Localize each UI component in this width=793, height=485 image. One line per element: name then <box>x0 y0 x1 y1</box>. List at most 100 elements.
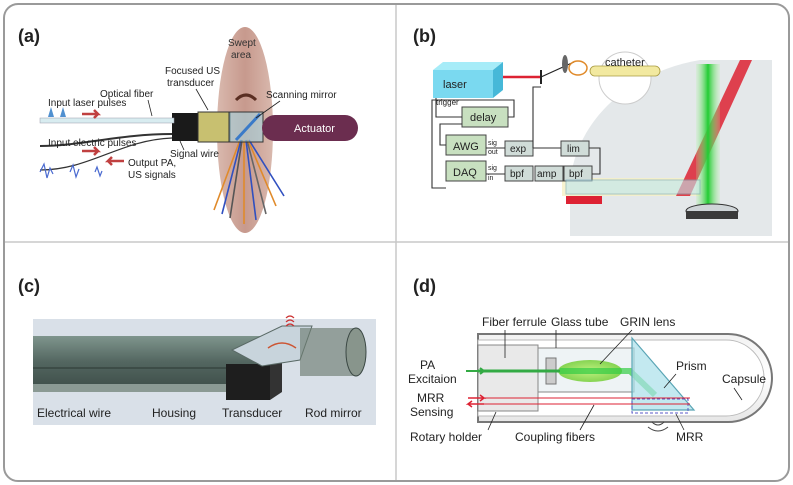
label-capsule: Capsule <box>722 372 766 386</box>
label-mrr: MRR <box>676 430 704 444</box>
transducer-block <box>226 364 270 400</box>
daq-label: DAQ <box>453 167 477 179</box>
mrr-sensing-arrow-in <box>468 394 487 402</box>
sig-in-2: in <box>488 175 494 182</box>
swept-area-label-1: Swept <box>228 38 256 49</box>
wave-emitted <box>647 421 669 432</box>
leader-coupling-fibers <box>579 404 595 431</box>
panel-d: (d) Fiber ferrule Glass tube GRIN lens P… <box>408 276 773 444</box>
red-tip <box>566 196 602 204</box>
panel-b: (b) laser trigger catheter delay AWG DAQ… <box>413 26 772 236</box>
awg-label: AWG <box>453 141 479 153</box>
mrr-frame <box>631 398 689 414</box>
beam-to-fiber <box>540 61 575 78</box>
laser-pulses <box>48 107 66 117</box>
label-housing: Housing <box>152 406 196 420</box>
label-scanning-mirror: Scanning mirror <box>266 90 337 101</box>
focused-us-transducer <box>197 111 231 143</box>
label-mrr-sensing-2: Sensing <box>410 405 453 419</box>
catheter-body <box>589 65 661 77</box>
label-focused-us-2: transducer <box>167 78 215 89</box>
mrr-sensing-arrow-out <box>465 400 484 408</box>
swept-area-label-2: area <box>231 50 251 61</box>
leader-focused-us <box>195 88 209 111</box>
label-glass-tube: Glass tube <box>551 315 609 329</box>
label-rod-mirror: Rod mirror <box>305 406 362 420</box>
catheter-bulb <box>598 51 652 105</box>
sig-out-2: out <box>488 149 498 156</box>
catheter-label: catheter <box>605 57 645 69</box>
panel-b-label: (b) <box>413 26 436 46</box>
turntable-body <box>686 211 738 219</box>
leader-scanning-mirror <box>255 100 281 119</box>
scanning-mirror <box>234 112 262 142</box>
prism <box>631 336 696 411</box>
output-wire <box>39 137 173 171</box>
label-output-1: Output PA, <box>128 158 176 169</box>
output-signal-arrow <box>104 156 124 166</box>
panel-a-label: (a) <box>18 26 40 46</box>
label-pa-1: PA <box>420 358 435 372</box>
panel-c-label: (c) <box>18 276 40 296</box>
leader-rotary-holder <box>487 411 497 431</box>
label-signal-wire: Signal wire <box>170 149 219 160</box>
delay-label: delay <box>470 112 497 124</box>
label-focused-us-1: Focused US <box>165 66 220 77</box>
cuvette <box>565 179 701 195</box>
panel-d-label: (d) <box>413 276 436 296</box>
pa-excitation-arrow <box>466 367 487 375</box>
lim-label: lim <box>567 144 580 155</box>
ultrasound-wave <box>285 315 295 327</box>
label-coupling-fibers: Coupling fibers <box>515 430 595 444</box>
leader-grin-lens <box>599 329 633 365</box>
label-fiber-ferrule: Fiber ferrule <box>482 315 547 329</box>
label-prism: Prism <box>676 359 707 373</box>
exp-label: exp <box>510 144 527 155</box>
daq-box <box>445 160 487 182</box>
optical-fiber <box>39 117 175 124</box>
actuator-body <box>262 115 358 141</box>
actuator-label: Actuator <box>294 123 335 135</box>
laser-box-top <box>433 62 503 70</box>
label-transducer: Transducer <box>222 406 282 420</box>
leader-mrr <box>675 413 685 431</box>
electric-pulse-arrow <box>82 146 102 156</box>
label-optical-fiber: Optical fiber <box>100 89 154 100</box>
label-rotary-holder: Rotary holder <box>410 430 482 444</box>
label-input-electric: Input electric pulses <box>48 138 136 149</box>
leader-capsule <box>733 387 743 401</box>
leader-optical-fiber <box>147 99 153 117</box>
laser-box-side <box>493 62 503 98</box>
rotation-arrow <box>234 93 258 102</box>
leader-prism <box>663 373 677 389</box>
label-pa-2: Excitaion <box>408 372 457 386</box>
label-input-laser: Input laser pulses <box>48 98 126 109</box>
laser-label: laser <box>443 79 467 91</box>
output-waveform <box>39 162 103 180</box>
transducer-side <box>270 356 282 400</box>
amp-label: amp <box>537 169 557 180</box>
rotary-holder <box>477 344 539 412</box>
scan-beam-fan <box>213 139 285 224</box>
bpf1-label: bpf <box>510 169 524 180</box>
panel-a: (a) Swept area Actuator <box>18 26 358 233</box>
housing-band <box>33 384 233 392</box>
label-grin-lens: GRIN lens <box>620 315 675 329</box>
beam-inside <box>267 342 297 349</box>
sig-in-1: sig <box>488 165 497 172</box>
panel-c: (c) Electrical wire Housing Transducer R… <box>18 276 376 425</box>
coupling-disc <box>562 55 568 73</box>
rod-mirror-end <box>345 327 367 377</box>
label-output-2: US signals <box>128 170 176 181</box>
sig-out-1: sig <box>488 140 497 147</box>
signal-wire <box>39 133 173 147</box>
bpf2-label: bpf <box>569 169 583 180</box>
fiber-coil <box>568 60 588 76</box>
laser-box <box>433 70 493 98</box>
amp-box <box>534 165 564 182</box>
leader-signal-wire <box>179 140 185 151</box>
laser-pulse-arrow <box>82 109 102 119</box>
label-electrical-wire: Electrical wire <box>37 406 111 420</box>
trigger-label: trigger <box>436 98 459 107</box>
